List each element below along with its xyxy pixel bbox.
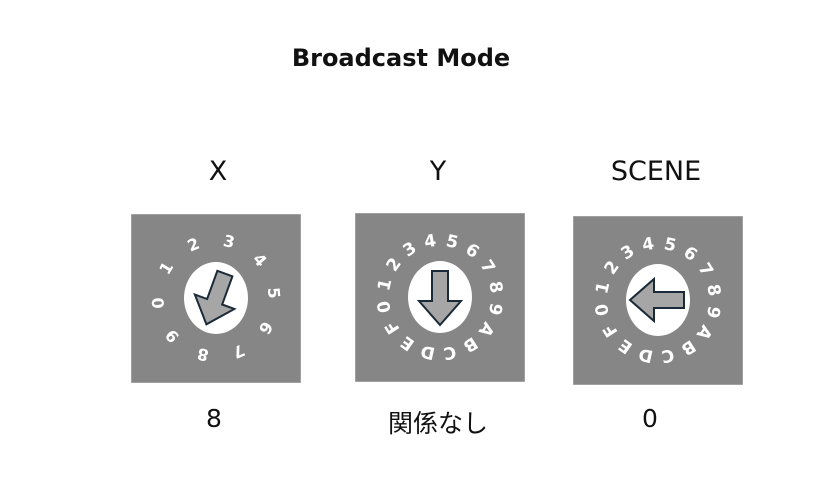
dial-pointer-arrow-icon <box>416 270 464 327</box>
dial-digit: C <box>442 341 458 363</box>
dial-pointer-arrow-icon <box>628 276 685 324</box>
dial-digit: 5 <box>662 234 678 256</box>
dial-x-label: X <box>208 156 228 187</box>
dial-digit: 0 <box>374 299 396 314</box>
dial-digit: 1 <box>374 277 396 293</box>
dial-digit: 9 <box>702 304 724 320</box>
dial-digit: 9 <box>484 301 506 317</box>
dial-digit: 4 <box>641 234 656 256</box>
dial-digit: 5 <box>444 231 460 253</box>
dial-digit: D <box>637 343 655 366</box>
dial-digit: 8 <box>195 344 210 365</box>
dial-y-label: Y <box>429 156 447 187</box>
dial-digit: 4 <box>423 231 438 253</box>
dial-scene-label: SCENE <box>610 156 702 187</box>
dial-digit: C <box>660 344 676 366</box>
dial-digit: 8 <box>484 280 506 295</box>
dial-pointer-arrow-icon <box>193 269 237 326</box>
dial-digit: 8 <box>702 283 724 298</box>
dial-x-value: 8 <box>206 404 222 433</box>
dial-digit: D <box>419 340 437 363</box>
dial-digit: 5 <box>264 287 284 300</box>
dial-digit: 1 <box>592 280 614 296</box>
dial-y-value: 関係なし <box>387 409 488 438</box>
dial-scene-value: 0 <box>642 404 658 433</box>
dial-digit: 0 <box>592 302 614 317</box>
dial-digit: 3 <box>221 231 236 252</box>
dial-digit: 0 <box>148 297 168 310</box>
page-title: Broadcast Mode <box>291 44 511 72</box>
